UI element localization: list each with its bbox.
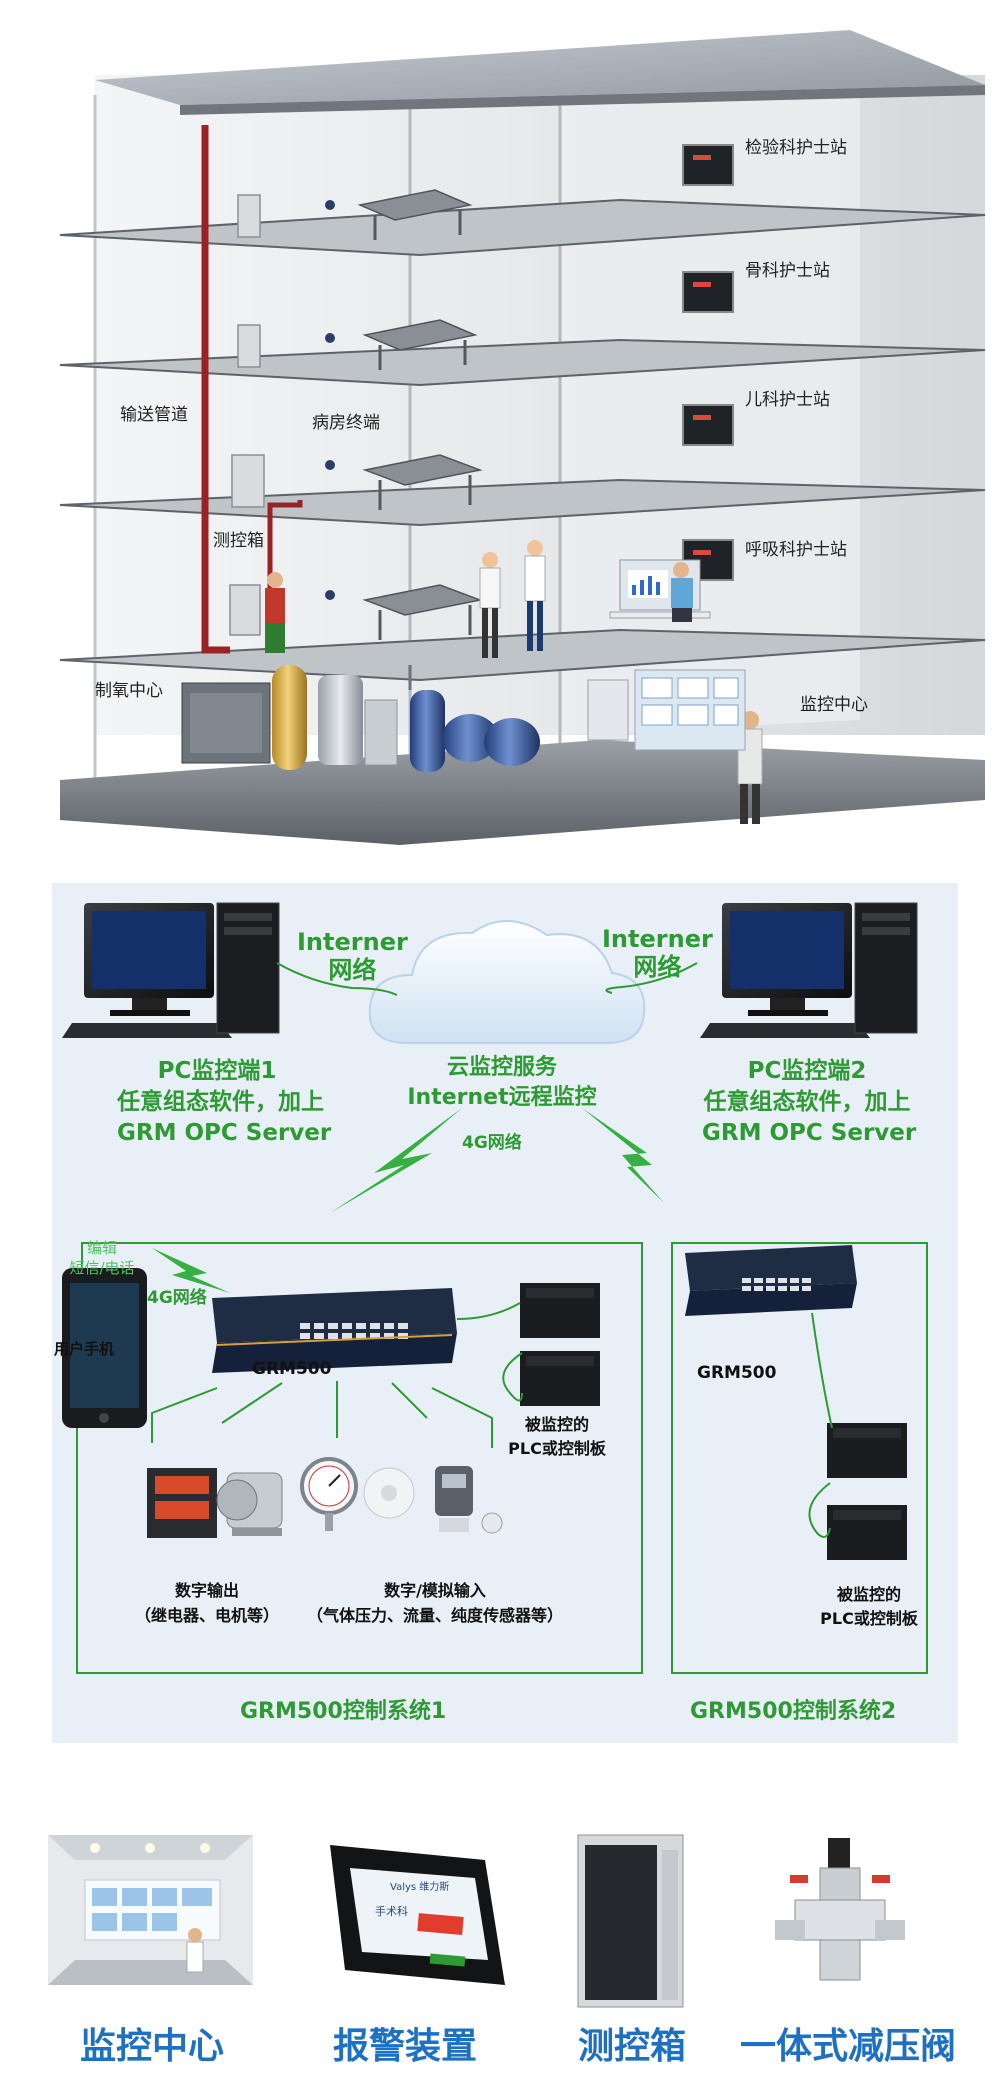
phone-device xyxy=(62,1268,147,1428)
lightning-bolt-right xyxy=(582,1108,664,1203)
plc-system2-top xyxy=(827,1423,907,1478)
pc2-line3: GRM OPC Server xyxy=(702,1120,917,1146)
cloud-service-label: 云监控服务 Internet远程监控 xyxy=(397,1053,607,1113)
product-images: Valys 维力斯 手术科 xyxy=(48,1834,905,2008)
link-right-line1: Interner xyxy=(602,925,713,953)
building-drawing xyxy=(59,30,986,845)
network-drawing xyxy=(62,902,928,1674)
net-4g-top-label: 4G网络 xyxy=(462,1133,522,1153)
alarm-device-text: 手术科 xyxy=(375,1904,408,1918)
hospital-building-illustration: 检验科护士站 骨科护士站 儿科护士站 呼吸科护士站 输送管道 病房终端 测控箱 … xyxy=(0,0,1000,860)
pc2-line1: PC监控端2 xyxy=(747,1058,867,1084)
pc1-line2: 任意组态软件，加上 xyxy=(117,1089,324,1115)
digital-output-label: 数字输出 （继电器、电机等） xyxy=(132,1578,282,1628)
plc1-label: 被监控的 PLC或控制板 xyxy=(492,1413,622,1461)
alarm-device-brand: Valys 维力斯 xyxy=(390,1880,449,1893)
label-oxygen-center: 制氧中心 xyxy=(95,681,163,701)
pc-monitor-right xyxy=(700,902,918,1038)
product-label-control-box: 测控箱 xyxy=(578,2026,687,2067)
network-diagram-panel: Interner 网络 Interner 网络 PC监控端1 任意组态软件，加上… xyxy=(52,883,958,1743)
lightning-bolt-phone xyxy=(152,1248,230,1293)
label-respiratory-nurse-station: 呼吸科护士站 xyxy=(745,540,847,560)
analog-input-label: 数字/模拟输入 （气体压力、流量、纯度传感器等） xyxy=(290,1578,580,1628)
label-pipeline: 输送管道 xyxy=(120,405,188,425)
product-label-monitor-center: 监控中心 xyxy=(80,2026,225,2067)
label-ortho-nurse-station: 骨科护士站 xyxy=(745,261,830,281)
phone-label: 用户手机 xyxy=(54,1340,115,1358)
cloud-icon xyxy=(368,920,646,1044)
router2-label: GRM500 xyxy=(697,1363,777,1383)
phone-screen-text: 编辑 短信/电话 xyxy=(67,1238,137,1278)
product-label-alarm-device: 报警装置 xyxy=(333,2026,478,2067)
product-label-pressure-valve: 一体式减压阀 xyxy=(740,2026,957,2067)
router1-label: GRM500 xyxy=(252,1359,332,1379)
pc1-line1: PC监控端1 xyxy=(157,1058,277,1084)
router-grm500-system1 xyxy=(212,1288,457,1373)
label-monitor-center: 监控中心 xyxy=(800,695,868,715)
pc2-description: PC监控端2 任意组态软件，加上 GRM OPC Server xyxy=(702,1056,917,1149)
link-left-line1: Interner xyxy=(297,928,408,956)
plc1-label-line1: 被监控的 xyxy=(524,1415,589,1434)
pc-monitor-left xyxy=(62,902,280,1038)
label-ward-terminal: 病房终端 xyxy=(312,413,380,433)
electric-motor-device xyxy=(216,1472,283,1536)
net-4g-phone-label: 4G网络 xyxy=(147,1288,207,1308)
digital-output-line2: （继电器、电机等） xyxy=(134,1606,279,1625)
flow-sensor-device xyxy=(435,1466,503,1534)
system2-frame xyxy=(671,1242,928,1674)
pressure-gauge-device xyxy=(300,1457,358,1531)
phone-screen-line1: 编辑 xyxy=(86,1239,117,1257)
analog-input-line1: 数字/模拟输入 xyxy=(384,1581,486,1600)
phone-screen-line2: 短信/电话 xyxy=(69,1259,135,1277)
router-grm500-system2 xyxy=(685,1245,857,1316)
control-cabinet-image xyxy=(577,1834,684,2008)
plc-system2-bottom xyxy=(827,1505,907,1560)
smoke-sensor-device xyxy=(363,1467,415,1519)
digital-output-line1: 数字输出 xyxy=(174,1581,239,1600)
label-pediatric-nurse-station: 儿科护士站 xyxy=(745,390,830,410)
plc-system1-top xyxy=(520,1283,600,1338)
plc2-label-line2: PLC或控制板 xyxy=(820,1609,918,1628)
plc2-label: 被监控的 PLC或控制板 xyxy=(804,1583,934,1631)
label-lab-nurse-station: 检验科护士站 xyxy=(745,138,847,158)
pc1-line3: GRM OPC Server xyxy=(117,1120,332,1146)
cloud-line2: Internet远程监控 xyxy=(407,1085,597,1110)
alarm-device-image xyxy=(330,1845,505,1985)
plc-system1-bottom xyxy=(520,1351,600,1406)
system1-title: GRM500控制系统1 xyxy=(240,1699,447,1724)
link-right-line2: 网络 xyxy=(633,953,682,981)
link-left-line2: 网络 xyxy=(328,956,377,984)
plc2-label-line1: 被监控的 xyxy=(836,1585,901,1604)
relay-contactor-device xyxy=(147,1468,217,1538)
analog-input-line2: （气体压力、流量、纯度传感器等） xyxy=(306,1606,563,1625)
link-left-label: Interner 网络 xyxy=(297,928,408,984)
pressure-valve-image xyxy=(775,1838,905,1981)
lightning-bolt-left xyxy=(330,1108,462,1213)
plc1-label-line2: PLC或控制板 xyxy=(508,1439,606,1458)
monitor-center-image xyxy=(48,1835,253,1985)
cloud-line1: 云监控服务 xyxy=(446,1055,557,1080)
link-right-label: Interner 网络 xyxy=(602,925,713,981)
pc2-line2: 任意组态软件，加上 xyxy=(703,1089,911,1115)
product-strip: Valys 维力斯 手术科 xyxy=(0,1820,1000,2079)
pc1-description: PC监控端1 任意组态软件，加上 GRM OPC Server xyxy=(117,1056,332,1149)
system2-title: GRM500控制系统2 xyxy=(690,1699,897,1724)
label-control-box: 测控箱 xyxy=(213,531,264,551)
